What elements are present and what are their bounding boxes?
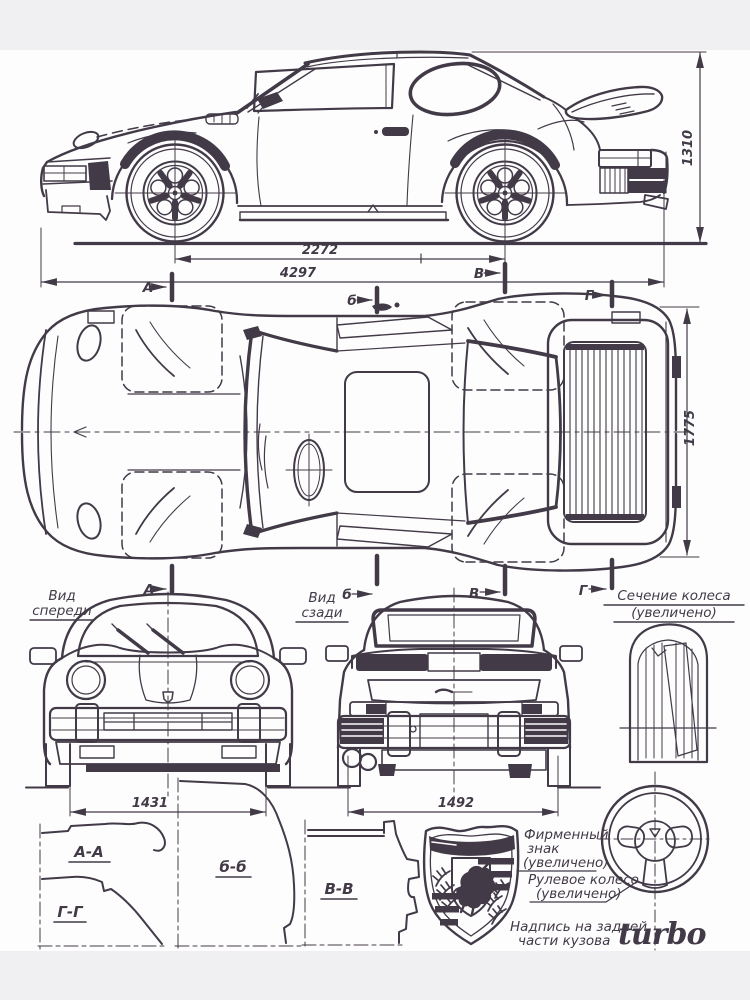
- top-view: 1775: [13, 292, 700, 573]
- dim-length: 4297: [40, 179, 665, 288]
- rear-left-mirror: [325, 645, 349, 662]
- dim-height: 1310: [471, 51, 707, 243]
- crest-note-3: (увеличено): [523, 855, 609, 871]
- spare-label-2: (увеличено): [631, 605, 717, 621]
- rear-view-label-2: сзади: [302, 605, 343, 621]
- marker-v-bottom: В: [469, 586, 479, 602]
- rear-light-clusters: [340, 718, 568, 744]
- marker-g-bottom: Г: [579, 583, 589, 599]
- marker-g-top: Г: [585, 288, 595, 304]
- right-headlight: [229, 659, 271, 701]
- dim-wheelbase-label: 2272: [302, 243, 338, 258]
- section-aa-label: А-А: [73, 843, 103, 861]
- front-view-label-2: спереди: [32, 603, 92, 619]
- marker-a-bottom: А: [143, 582, 154, 598]
- right-mirror: [279, 647, 307, 665]
- badge-note-1: Надпись на задней: [510, 919, 647, 935]
- marker-b-top: б: [347, 293, 356, 309]
- dim-front-track: 1431: [69, 761, 267, 817]
- horse-icon: [452, 860, 499, 916]
- section-markers-bottom: А б В Г: [143, 553, 615, 603]
- section-markers-top: А б В Г: [142, 261, 615, 315]
- section-vv-label: В-В: [324, 880, 353, 898]
- dim-rear-track-label: 1492: [438, 796, 474, 811]
- dim-front-track-label: 1431: [132, 796, 168, 811]
- bottom-margin-band: [0, 951, 750, 1000]
- engine-vent-hatch: [611, 311, 641, 324]
- steering-wheel: [597, 771, 714, 951]
- dim-length-label: 4297: [279, 266, 317, 281]
- side-view: 1310 2272 4297: [40, 50, 708, 288]
- steering-note-1: Рулевое колесо: [528, 872, 639, 888]
- rear-view: Вид сзади: [295, 587, 601, 817]
- dim-height-label: 1310: [681, 130, 696, 166]
- crest-note-2: знак: [527, 841, 560, 857]
- crest-note-1: Фирменный: [524, 827, 609, 843]
- dim-wheelbase: 2272: [175, 243, 505, 264]
- antenna-icon: [372, 303, 392, 311]
- left-headlight: [65, 659, 107, 701]
- dim-width-label: 1775: [683, 410, 698, 446]
- engine-lid-badge: [434, 688, 454, 694]
- annotations: Фирменный знак (увеличено) Рулевое колес…: [510, 827, 707, 952]
- spare-wheel-section: Сечение колеса (увеличено): [603, 588, 745, 764]
- steering-note-2: (увеличено): [536, 886, 622, 902]
- steering-wheel-plan: [285, 433, 333, 507]
- engine-grille: [563, 341, 647, 523]
- spare-label-1: Сечение колеса: [617, 588, 730, 604]
- rear-view-label-1: Вид: [308, 590, 335, 606]
- rear-spoiler: [351, 648, 557, 672]
- cross-sections: А-А Г-Г б-б В-В: [37, 777, 420, 951]
- section-gg-label: Г-Г: [57, 903, 84, 921]
- dim-rear-track: 1492: [347, 755, 559, 817]
- turbo-logo: turbo: [618, 917, 706, 952]
- rear-wing-outline: [546, 318, 670, 546]
- front-wheel: [114, 134, 236, 264]
- hood-crest-icon: [162, 691, 174, 704]
- rear-wheel: [444, 134, 566, 264]
- front-view-label-1: Вид: [48, 588, 75, 604]
- dim-width: 1775: [659, 306, 700, 558]
- top-margin-band: [0, 0, 750, 50]
- rear-right-mirror: [559, 645, 583, 662]
- badge-note-2: части кузова: [518, 933, 610, 949]
- left-mirror: [29, 647, 57, 665]
- license-plate: [419, 713, 489, 749]
- front-view: Вид спереди: [25, 588, 311, 817]
- porsche-crest-icon: [422, 824, 520, 946]
- marker-v-top: В: [474, 266, 484, 282]
- marker-b-bottom: б: [342, 587, 351, 603]
- marker-a-top: А: [142, 280, 153, 296]
- sunroof: [344, 371, 430, 493]
- fuel-filler-hatch: [87, 310, 115, 324]
- section-bb-label: б-б: [219, 858, 246, 876]
